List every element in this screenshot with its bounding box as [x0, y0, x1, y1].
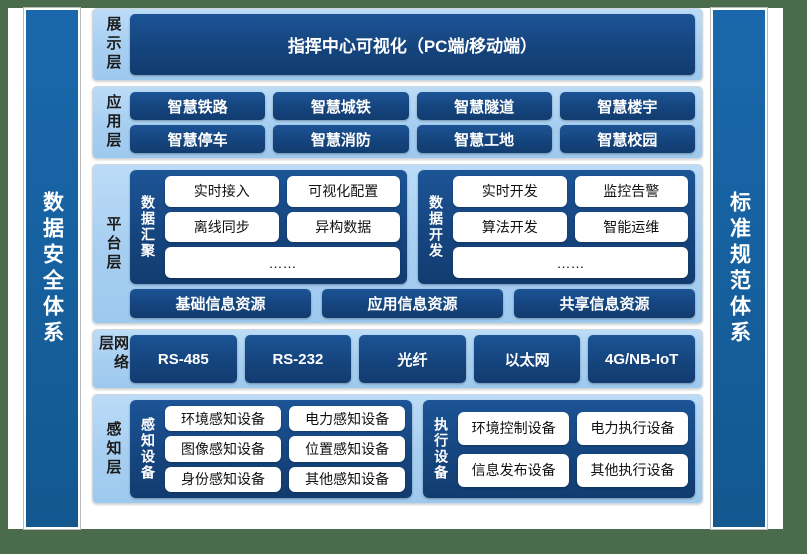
development-item-realtime-development[interactable]: 实时开发 — [453, 176, 567, 207]
development-item-ellipsis[interactable]: …… — [453, 247, 688, 279]
layer-network: 网络层 RS-485 RS-232 光纤 以太网 4G/NB-IoT — [92, 329, 703, 389]
app-item-smart-building[interactable]: 智慧楼宇 — [559, 92, 695, 120]
platform-group-data-development-label: 数据开发 — [428, 195, 444, 259]
sensing-row-1: 环境感知设备 电力感知设备 — [165, 406, 406, 432]
aggregation-row-3: …… — [165, 247, 400, 279]
layer-platform-label: 平台层 — [104, 215, 122, 273]
actuator-item-power-execution[interactable]: 电力执行设备 — [577, 411, 688, 445]
aggregation-item-visual-config[interactable]: 可视化配置 — [286, 176, 400, 207]
application-row-2: 智慧停车 智慧消防 智慧工地 智慧校园 — [130, 125, 695, 153]
sensing-row-3: 身份感知设备 其他感知设备 — [165, 466, 406, 492]
layer-presentation-body: 指挥中心可视化（PC端/移动端） — [130, 14, 695, 75]
platform-group-data-aggregation-label: 数据汇聚 — [140, 195, 156, 259]
layer-application-body: 智慧铁路 智慧城铁 智慧隧道 智慧楼宇 智慧停车 智慧消防 智慧工地 智慧校园 — [130, 92, 695, 153]
perception-group-actuator-devices-label: 执行设备 — [433, 417, 450, 481]
sensing-item-power[interactable]: 电力感知设备 — [289, 406, 406, 432]
layer-perception: 感知层 感知设备 环境感知设备 电力感知设备 图像感知设备 — [92, 394, 703, 504]
platform-group-data-aggregation-grid: 实时接入 可视化配置 离线同步 异构数据 …… — [165, 176, 400, 279]
pillar-data-security: 数据安全体系 — [24, 8, 80, 529]
app-item-smart-construction-site[interactable]: 智慧工地 — [416, 125, 552, 153]
platform-group-data-development: 数据开发 实时开发 监控告警 算法开发 智能运维 …… — [418, 170, 695, 284]
layer-platform-body: 数据汇聚 实时接入 可视化配置 离线同步 异构数据 …… — [130, 170, 695, 318]
layer-application: 应用层 智慧铁路 智慧城铁 智慧隧道 智慧楼宇 智慧停车 智慧消防 智慧工地 智… — [92, 86, 703, 159]
sensing-item-image[interactable]: 图像感知设备 — [165, 436, 282, 462]
pillar-standards: 标准规范体系 — [711, 8, 767, 529]
app-item-smart-firefighting[interactable]: 智慧消防 — [273, 125, 409, 153]
perception-groups: 感知设备 环境感知设备 电力感知设备 图像感知设备 位置感知设备 — [130, 400, 695, 498]
command-center-visualization-box[interactable]: 指挥中心可视化（PC端/移动端） — [130, 14, 695, 75]
sensing-item-environment[interactable]: 环境感知设备 — [165, 406, 282, 432]
layer-presentation-label: 展示层 — [104, 16, 122, 73]
layer-network-body: RS-485 RS-232 光纤 以太网 4G/NB-IoT — [130, 335, 695, 383]
actuator-item-environment-control[interactable]: 环境控制设备 — [458, 411, 570, 445]
development-row-2: 算法开发 智能运维 — [453, 211, 688, 243]
network-item-4g-nbiot[interactable]: 4G/NB-IoT — [588, 335, 695, 383]
sensing-row-2: 图像感知设备 位置感知设备 — [165, 436, 406, 462]
development-item-algorithm-development[interactable]: 算法开发 — [453, 211, 567, 243]
layer-perception-body: 感知设备 环境感知设备 电力感知设备 图像感知设备 位置感知设备 — [130, 400, 695, 498]
resource-item-application-information[interactable]: 应用信息资源 — [322, 289, 503, 318]
app-item-smart-urban-rail[interactable]: 智慧城铁 — [273, 92, 409, 120]
pillar-right-label: 标准规范体系 — [727, 190, 751, 347]
actuator-row-2: 信息发布设备 其他执行设备 — [458, 453, 688, 487]
layer-platform: 平台层 数据汇聚 实时接入 可视化配置 离线同步 异 — [92, 164, 703, 324]
aggregation-item-heterogeneous-data[interactable]: 异构数据 — [286, 211, 400, 243]
sensing-item-other[interactable]: 其他感知设备 — [289, 466, 406, 492]
sensing-item-identity[interactable]: 身份感知设备 — [165, 466, 282, 492]
development-row-3: …… — [453, 247, 688, 279]
aggregation-row-1: 实时接入 可视化配置 — [165, 176, 400, 207]
aggregation-item-offline-sync[interactable]: 离线同步 — [165, 211, 279, 243]
sensing-item-location[interactable]: 位置感知设备 — [289, 436, 406, 462]
app-item-smart-railway[interactable]: 智慧铁路 — [130, 92, 266, 120]
aggregation-row-2: 离线同步 异构数据 — [165, 211, 400, 243]
aggregation-item-realtime-access[interactable]: 实时接入 — [165, 176, 279, 207]
platform-group-data-development-grid: 实时开发 监控告警 算法开发 智能运维 …… — [453, 176, 688, 279]
platform-resource-row: 基础信息资源 应用信息资源 共享信息资源 — [130, 289, 695, 318]
pillar-left-label: 数据安全体系 — [40, 190, 64, 347]
resource-item-shared-information[interactable]: 共享信息资源 — [514, 289, 695, 318]
perception-group-sensing-devices: 感知设备 环境感知设备 电力感知设备 图像感知设备 位置感知设备 — [130, 400, 413, 498]
actuator-item-other[interactable]: 其他执行设备 — [577, 453, 688, 487]
resource-item-basic-information[interactable]: 基础信息资源 — [130, 289, 311, 318]
network-item-fiber[interactable]: 光纤 — [359, 335, 466, 383]
development-item-monitoring-alarm[interactable]: 监控告警 — [574, 176, 688, 207]
layer-perception-label: 感知层 — [104, 420, 122, 478]
layer-application-label: 应用层 — [104, 94, 122, 151]
perception-group-actuator-devices-grid: 环境控制设备 电力执行设备 信息发布设备 其他执行设备 — [458, 406, 688, 492]
actuator-item-information-release[interactable]: 信息发布设备 — [458, 453, 570, 487]
network-item-rs232[interactable]: RS-232 — [244, 335, 352, 383]
platform-groups: 数据汇聚 实时接入 可视化配置 离线同步 异构数据 …… — [130, 170, 695, 284]
layer-stack: 展示层 指挥中心可视化（PC端/移动端） 应用层 智慧铁路 智慧城铁 智慧隧道 … — [92, 8, 703, 529]
layer-presentation: 展示层 指挥中心可视化（PC端/移动端） — [92, 8, 703, 81]
diagram-canvas: 数据安全体系 标准规范体系 展示层 指挥中心可视化（PC端/移动端） 应用层 智… — [8, 8, 783, 529]
network-row: RS-485 RS-232 光纤 以太网 4G/NB-IoT — [130, 335, 695, 383]
app-item-smart-parking[interactable]: 智慧停车 — [130, 125, 266, 153]
development-row-1: 实时开发 监控告警 — [453, 176, 688, 207]
perception-group-actuator-devices: 执行设备 环境控制设备 电力执行设备 信息发布设备 其他执行设备 — [423, 400, 695, 498]
aggregation-item-ellipsis[interactable]: …… — [165, 247, 400, 279]
platform-group-data-aggregation: 数据汇聚 实时接入 可视化配置 离线同步 异构数据 …… — [130, 170, 407, 284]
development-item-intelligent-ops[interactable]: 智能运维 — [574, 211, 688, 243]
perception-group-sensing-devices-label: 感知设备 — [140, 417, 156, 481]
application-row-1: 智慧铁路 智慧城铁 智慧隧道 智慧楼宇 — [130, 92, 695, 120]
app-item-smart-tunnel[interactable]: 智慧隧道 — [416, 92, 552, 120]
perception-group-sensing-devices-grid: 环境感知设备 电力感知设备 图像感知设备 位置感知设备 身份感知设备 其他感知设… — [165, 406, 406, 492]
layer-network-label: 网络层 — [97, 335, 129, 373]
network-item-rs485[interactable]: RS-485 — [130, 335, 237, 383]
network-item-ethernet[interactable]: 以太网 — [473, 335, 581, 383]
actuator-row-1: 环境控制设备 电力执行设备 — [458, 411, 688, 445]
app-item-smart-campus[interactable]: 智慧校园 — [559, 125, 695, 153]
